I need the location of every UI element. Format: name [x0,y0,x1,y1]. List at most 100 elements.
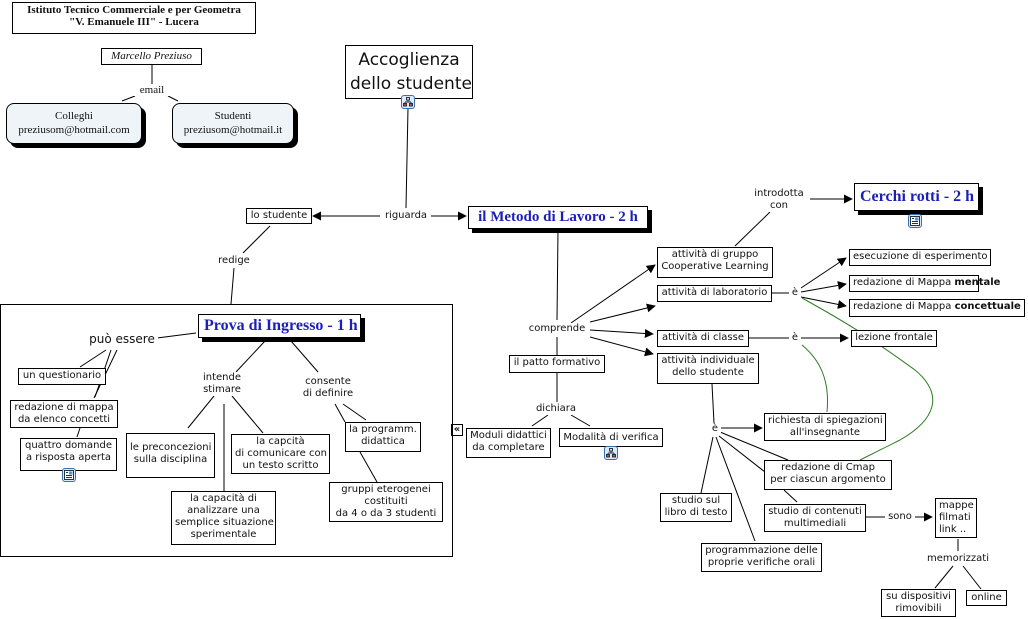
concept-text: sperimentale [190,529,257,540]
connector [800,280,847,293]
concept-programmazione-didattica[interactable]: la programm. didattica [345,422,421,452]
connector [589,336,654,357]
link-consente-di-definire: consente di definire [296,376,360,400]
concept-redazione-cmap[interactable]: redazione di Cmap per ciascun argomento [764,460,892,490]
concept-text: le preconcezioni [130,442,212,453]
concept-text: multimediali [783,518,847,529]
concept-text: studio sul [671,495,721,506]
connector [800,296,847,309]
prova-ingresso-region [0,304,453,557]
concept-cerchi-rotti[interactable]: Cerchi rotti - 2 h [854,183,979,211]
document-image-icon[interactable] [908,214,922,228]
concept-attivita-gruppo[interactable]: attività di gruppo Cooperative Learning [657,247,773,278]
concept-text: redazione di Cmap [781,462,875,473]
connector [783,489,798,503]
concept-text: su dispositivi [886,591,951,602]
link-e: è [789,287,801,299]
connector [121,95,136,102]
link-text: di definire [302,388,354,399]
connector [962,565,982,590]
document-image-icon[interactable] [62,468,76,482]
link-e: è [709,423,721,435]
connector [359,451,378,483]
concept-dispositivi[interactable]: su dispositivi rimovibili [881,589,956,617]
concept-text: gruppi eterogenei [341,484,431,495]
link-text: intende [202,372,242,383]
concept-text: dello studente [672,367,744,378]
concept-patto-formativo[interactable]: il patto formativo [509,355,605,373]
concept-text: redazione di mappa [14,402,114,413]
concept-questionario[interactable]: un questionario [18,368,106,385]
concept-text: link .. [939,524,967,535]
connector [800,257,847,289]
concept-richiesta-spiegazioni[interactable]: richiesta di spiegazioni all'insegnante [764,413,886,441]
author-name: Marcello Preziuso [101,48,202,65]
concept-text: filmati [939,512,971,523]
concept-prova-ingresso[interactable]: Prova di Ingresso - 1 h [198,314,361,338]
concept-studio-multimediali[interactable]: studio di contenuti multimediali [764,504,866,532]
contact-email[interactable]: preziusom@hotmail.it [183,124,283,136]
concept-text: per ciascun argomento [770,474,886,485]
cross-link [801,344,829,413]
concept-text: la capacità di [190,493,257,504]
connector [589,328,654,338]
concept-mappa-mentale[interactable]: redazione di Mappa mentale [849,275,1000,292]
concept-text: attività di gruppo [671,249,759,260]
concept-map-icon[interactable] [604,446,618,460]
concept-gruppi-eterogenei[interactable]: gruppi eterogenei costituiti da 4 o da 3… [329,482,443,522]
concept-text: attività individuale [661,355,755,366]
concept-lezione-frontale[interactable]: lezione frontale [851,330,937,347]
concept-moduli-didattici[interactable]: Moduli didattici da completare [466,428,551,458]
contact-email[interactable]: preziusom@hotmail.com [18,124,130,136]
connector [242,225,271,254]
concept-online[interactable]: online [966,590,1007,606]
concept-text: Moduli didattici [470,430,547,441]
contact-studenti[interactable]: Studenti preziusom@hotmail.it [172,103,294,144]
concept-attivita-laboratorio[interactable]: attività di laboratorio [657,285,772,302]
link-text: stimare [203,384,241,395]
concept-text: dello studente [350,74,472,94]
concept-mappa-concettuale[interactable]: redazione di Mappa concettuale [849,299,1025,317]
concept-capacita-comunicare[interactable]: la capcità di comunicare con un testo sc… [231,434,330,474]
concept-capacita-analizzare[interactable]: la capacità di analizzare una semplice s… [171,491,276,545]
connector [589,303,656,323]
concept-text: a risposta aperta [25,452,112,463]
link-dichiara: dichiara [533,403,579,415]
concept-quattro-domande[interactable]: quattro domande a risposta aperta [20,438,117,471]
connector [235,340,266,373]
concept-text: di comunicare con [235,448,327,459]
concept-accoglienza[interactable]: Accoglienza dello studente [345,45,473,99]
concept-text: quattro domande [24,440,113,451]
concept-text: programmazione delle [705,545,818,556]
concept-text: redazione di Mappa [853,277,955,288]
concept-map-icon[interactable] [401,95,415,109]
concept-text: proprie verifiche orali [707,557,816,568]
connector [570,264,656,324]
concept-mappe-filmati[interactable]: mappe filmati link .. [935,498,977,538]
link-text: introdotta [754,188,804,199]
concept-text-bold: mentale [954,277,1001,288]
concept-metodo[interactable]: il Metodo di Lavoro - 2 h [468,206,648,229]
concept-preconcezioni[interactable]: le preconcezioni sulla disciplina [126,433,215,478]
concept-text: la programm. [349,424,417,435]
concept-attivita-classe[interactable]: attività di classe [657,330,749,347]
concept-studio-libro[interactable]: studio sul libro di testo [660,493,732,522]
concept-lo-studente[interactable]: lo studente [246,208,312,224]
contact-colleghi[interactable]: Colleghi preziusom@hotmail.com [6,103,142,144]
collapse-left-icon[interactable]: « [451,424,463,436]
concept-programmazione-verifiche[interactable]: programmazione delle proprie verifiche o… [701,543,822,572]
concept-modalita-verifica[interactable]: Modalità di verifica [559,428,663,447]
link-text: con [770,200,788,211]
contact-label: Colleghi [55,110,93,122]
connector [405,107,409,209]
concept-text: redazione di Mappa [853,301,955,312]
concept-attivita-individuale[interactable]: attività individuale dello studente [657,353,759,384]
connector [734,211,771,247]
connector [334,403,346,423]
link-redige: redige [214,255,254,267]
concept-redazione-mappa[interactable]: redazione di mappa da elenco concetti [10,400,118,428]
concept-esperimento[interactable]: esecuzione di esperimento [849,249,991,266]
concept-text: da 4 o da 3 studenti [335,508,437,519]
concept-text: analizzare una [187,505,260,516]
